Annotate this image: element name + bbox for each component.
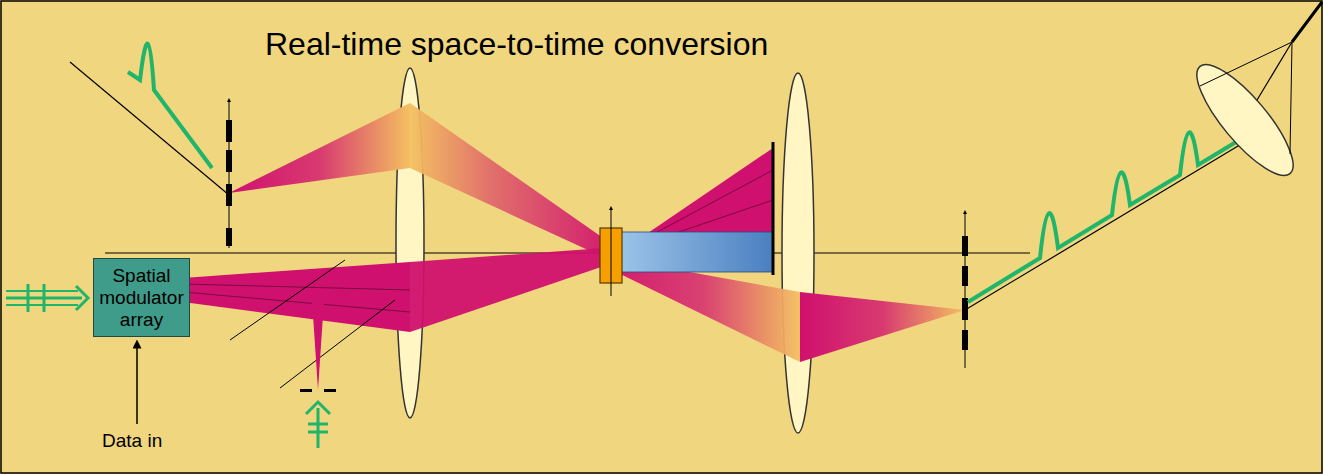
reference-beam <box>229 103 965 362</box>
signal-beam <box>183 142 773 332</box>
signal-label: Data in <box>102 430 162 452</box>
input-pulse <box>70 44 229 195</box>
lens <box>782 73 814 433</box>
data-arrow <box>136 344 138 424</box>
detector <box>1183 2 1322 188</box>
input-slit <box>226 100 232 248</box>
output-pulses <box>965 132 1248 310</box>
output-slit <box>962 212 968 368</box>
input-arrow <box>6 284 88 312</box>
modulator-box: Spatial modulator array <box>93 258 190 337</box>
beam-splitter <box>230 260 395 448</box>
title: Real-time space-to-time conversion <box>265 26 768 63</box>
crystal-axis <box>611 208 612 296</box>
node-text: Spatial modulator array <box>98 265 185 331</box>
